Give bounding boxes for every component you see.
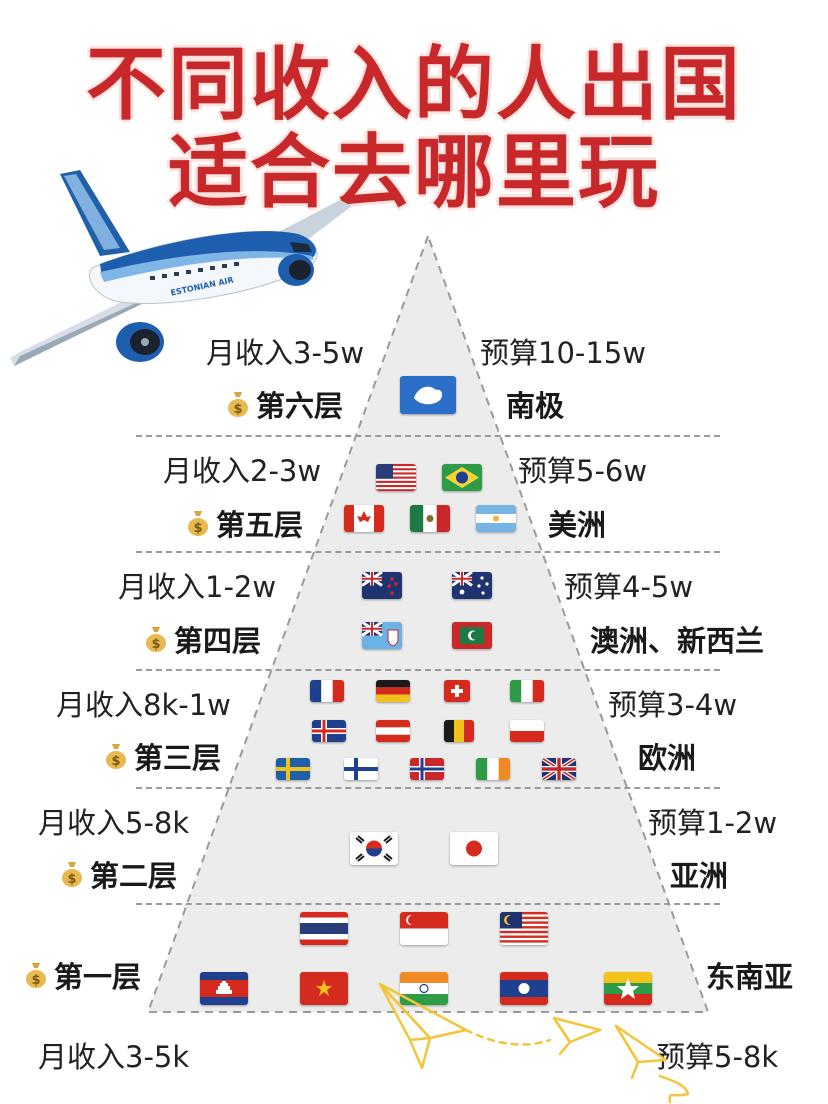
title-line-1: 不同收入的人出国: [86, 38, 742, 131]
tier3-level: $ 第三层: [104, 735, 221, 777]
germany-flag: [376, 680, 410, 702]
canada-flag: [344, 505, 384, 532]
tier4-level: $ 第四层: [144, 618, 261, 660]
money-bag-icon: $: [106, 744, 126, 769]
tier1-income: 月收入3-5k: [38, 1040, 190, 1074]
tier6-budget: 预算10-15w: [480, 336, 646, 370]
tier-divider: [136, 787, 720, 789]
ireland-flag: [476, 758, 510, 780]
tier3-income: 月收入8k-1w: [56, 688, 231, 722]
tier4-budget: 预算4-5w: [564, 570, 694, 604]
tier6-level: $ 第六层: [226, 383, 343, 425]
money-bag-icon: $: [228, 392, 248, 417]
tier-divider: [136, 903, 720, 905]
tier6-region: 南极: [506, 389, 565, 423]
tier5-budget: 预算5-6w: [518, 454, 648, 488]
thailand-flag: [300, 912, 348, 945]
tier5-region: 美洲: [548, 508, 607, 542]
tier4-level-label: 第四层: [174, 624, 262, 658]
tier2-budget: 预算1-2w: [648, 806, 778, 840]
tier6-level-label: 第六层: [256, 389, 344, 423]
vietnam-flag: [300, 972, 348, 1005]
maldives-flag: [452, 622, 492, 649]
tier6-income: 月收入3-5w: [206, 336, 365, 370]
tier-divider: [136, 435, 720, 437]
svg-text:$: $: [111, 754, 120, 769]
paper-plane-doodles: [378, 982, 690, 1104]
poland-flag: [510, 720, 544, 742]
japan-flag: [450, 832, 498, 865]
mexico-flag: [410, 505, 450, 532]
belgium-flag: [444, 720, 474, 742]
svg-text:$: $: [233, 402, 242, 417]
sweden-flag: [276, 758, 310, 780]
antarctica-flag: [400, 376, 456, 414]
singapore-flag: [400, 912, 448, 945]
tier5-level: $ 第五层: [186, 502, 303, 544]
money-bag-icon: $: [188, 511, 208, 536]
title-line-2: 适合去哪里玩: [168, 126, 660, 219]
tier1-level-label: 第一层: [54, 960, 142, 994]
money-bag-icon: $: [26, 963, 46, 988]
australia-flag: [452, 572, 492, 599]
austria-flag: [376, 720, 410, 742]
svg-text:$: $: [193, 521, 202, 536]
tier3-region: 欧洲: [638, 741, 697, 775]
brazil-flag: [442, 464, 482, 491]
money-bag-icon: $: [62, 862, 82, 887]
tier4-income: 月收入1-2w: [118, 570, 277, 604]
tier-divider: [136, 551, 720, 553]
new-zealand-flag: [362, 572, 402, 599]
tier1-budget: 预算5-8k: [656, 1040, 779, 1074]
tier4-region: 澳洲、新西兰: [590, 624, 765, 658]
france-flag: [310, 680, 344, 702]
tier-divider: [136, 669, 720, 671]
switzerland-flag: [444, 680, 470, 702]
money-bag-icon: $: [146, 627, 166, 652]
usa-flag: [376, 464, 416, 491]
norway-flag: [410, 758, 444, 780]
malaysia-flag: [500, 912, 548, 945]
tier5-level-label: 第五层: [216, 508, 304, 542]
uk-flag: [542, 758, 576, 780]
tier1-region: 东南亚: [706, 960, 794, 994]
myanmar-flag: [604, 972, 652, 1005]
fiji-flag: [362, 622, 402, 649]
tier2-level-label: 第二层: [90, 859, 178, 893]
tier3-level-label: 第三层: [134, 741, 222, 775]
airplane-illustration: [10, 170, 352, 366]
tier2-income: 月收入5-8k: [38, 806, 190, 840]
svg-text:$: $: [67, 872, 76, 887]
tier2-level: $ 第二层: [60, 853, 177, 895]
iceland-flag: [312, 720, 346, 742]
south-korea-flag: [350, 832, 398, 865]
tier5-income: 月收入2-3w: [163, 454, 322, 488]
tier1-level: $ 第一层: [24, 954, 141, 996]
cambodia-flag: [200, 972, 248, 1005]
india-flag: [400, 972, 448, 1005]
svg-text:$: $: [151, 637, 160, 652]
tier2-region: 亚洲: [670, 859, 729, 893]
argentina-flag: [476, 505, 516, 532]
laos-flag: [500, 972, 548, 1005]
italy-flag: [510, 680, 544, 702]
tier3-budget: 预算3-4w: [608, 688, 738, 722]
finland-flag: [344, 758, 378, 780]
svg-text:$: $: [31, 973, 40, 988]
